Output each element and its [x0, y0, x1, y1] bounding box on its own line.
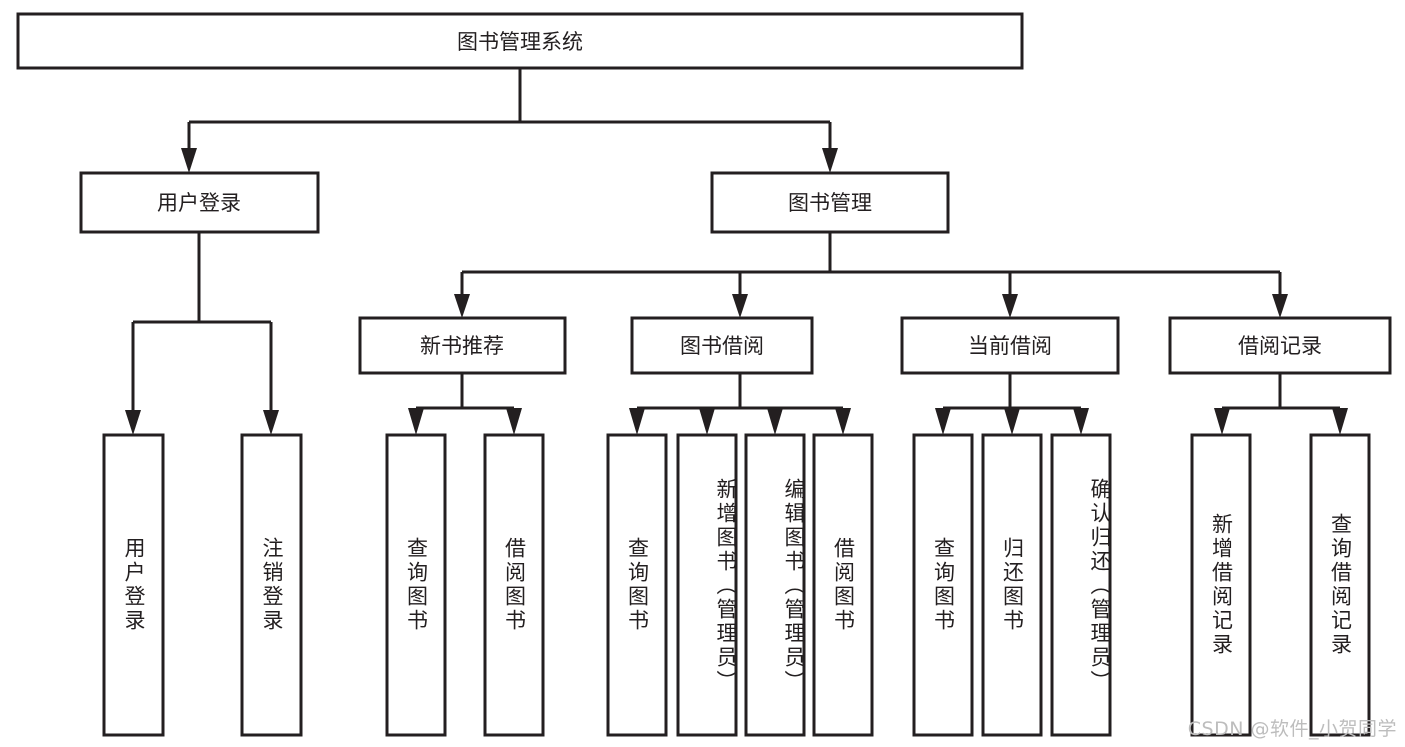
nodes-layer: 图书管理系统 用户登录 图书管理 新书推荐 图书借阅 当前借阅 借阅记录 — [16, 12, 1392, 737]
arrow-leaf-query-record — [1332, 408, 1348, 435]
arrow-leaf-borrow-book-2 — [835, 408, 851, 435]
node-leaf-query-book-1[interactable] — [385, 433, 447, 737]
arrow-borrow-record — [1272, 294, 1288, 318]
node-current-borrow[interactable] — [900, 316, 1120, 375]
arrow-leaf-return-book — [1004, 408, 1020, 435]
node-book-borrow-label: 图书借阅 — [680, 334, 764, 358]
node-user-login[interactable] — [79, 171, 320, 234]
arrow-new-book-recommend — [454, 294, 470, 318]
node-leaf-query-record[interactable] — [1309, 433, 1371, 737]
node-root[interactable] — [16, 12, 1024, 70]
node-borrow-record-label: 借阅记录 — [1238, 334, 1322, 358]
arrow-leaf-edit-book — [767, 408, 783, 435]
arrow-book-manage — [822, 148, 838, 173]
arrow-leaf-query-book-2 — [629, 408, 645, 435]
node-user-login-label: 用户登录 — [157, 191, 241, 215]
arrow-leaf-add-record — [1214, 408, 1230, 435]
node-borrow-record[interactable] — [1168, 316, 1392, 375]
node-current-borrow-label: 当前借阅 — [968, 334, 1052, 358]
node-leaf-query-book-3[interactable] — [912, 433, 974, 737]
arrow-leaf-query-book-3 — [935, 408, 951, 435]
edges-layer — [125, 68, 1348, 435]
arrow-leaf-user-login — [125, 410, 141, 435]
arrow-book-borrow — [732, 294, 748, 318]
node-leaf-borrow-book-2[interactable] — [812, 433, 874, 737]
node-new-book-recommend[interactable] — [358, 316, 567, 375]
node-leaf-return-book[interactable] — [981, 433, 1043, 737]
node-book-borrow[interactable] — [630, 316, 814, 375]
arrow-leaf-query-book-1 — [408, 408, 424, 435]
arrow-user-login — [181, 148, 197, 173]
node-leaf-logout[interactable] — [240, 433, 303, 737]
arrow-current-borrow — [1002, 294, 1018, 318]
node-book-manage[interactable] — [710, 171, 950, 234]
node-leaf-borrow-book-1[interactable] — [483, 433, 545, 737]
node-root-label: 图书管理系统 — [457, 30, 583, 54]
node-leaf-add-record[interactable] — [1190, 433, 1252, 737]
node-leaf-edit-book[interactable] — [744, 433, 806, 737]
arrow-leaf-add-book — [699, 408, 715, 435]
arrow-leaf-borrow-book-1 — [506, 408, 522, 435]
node-leaf-user-login[interactable] — [102, 433, 165, 737]
watermark-text: CSDN @软件_小贺同学 — [1187, 718, 1397, 740]
arrow-leaf-confirm-return — [1073, 408, 1089, 435]
node-leaf-confirm-return[interactable] — [1050, 433, 1112, 737]
node-book-manage-label: 图书管理 — [788, 191, 872, 215]
node-leaf-query-book-2[interactable] — [606, 433, 668, 737]
node-new-book-recommend-label: 新书推荐 — [420, 334, 504, 358]
node-leaf-add-book[interactable] — [676, 433, 738, 737]
arrow-leaf-logout — [263, 410, 279, 435]
